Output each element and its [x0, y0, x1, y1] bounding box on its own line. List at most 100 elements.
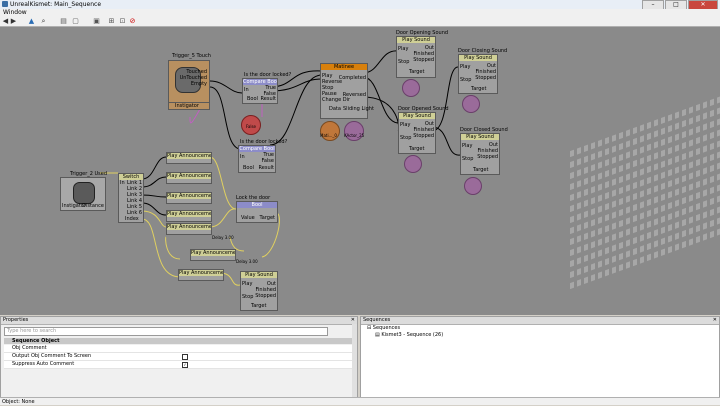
closing-out[interactable]: Out	[486, 63, 496, 69]
compare2-false[interactable]: False	[261, 158, 274, 164]
play-sound-opened[interactable]: Play Sound Play Stop Out Finished Stoppe…	[398, 112, 436, 154]
tree-root[interactable]: ⊟ Sequences	[367, 325, 401, 331]
bottom-finished[interactable]: Finished	[255, 287, 276, 293]
show-icon[interactable]: ▣	[93, 17, 100, 25]
play-sound-closing[interactable]: Play Sound Play Stop Out Finished Stoppe…	[458, 54, 498, 94]
closing-stop[interactable]: Stop	[460, 77, 472, 83]
switch-link2[interactable]: Link 2	[126, 186, 142, 192]
matinee-data[interactable]: Data	[329, 106, 341, 112]
closed-finished[interactable]: Finished	[477, 148, 498, 154]
sequence-icon[interactable]: ⊡	[119, 17, 126, 25]
play-sound-opening[interactable]: Play Sound Play Stop Out Finished Stoppe…	[396, 36, 436, 78]
matinee-data-variable[interactable]	[320, 121, 340, 141]
switch-node[interactable]: Switch In Link 1 Link 2 Link 3 Link 4 Li…	[118, 173, 144, 223]
tree-child[interactable]: ▤ Kismet3 - Sequence (26)	[375, 332, 444, 338]
kismet-canvas[interactable]: Trigger_5 Touch Touched UnTouched Empty …	[0, 27, 720, 315]
compare1-bool[interactable]: Bool	[247, 96, 258, 102]
pin-untouched[interactable]: UnTouched	[179, 75, 207, 81]
prop-row-suppress-comment[interactable]: Suppress Auto Comment✓	[4, 361, 354, 369]
matinee-node[interactable]: Matinee Play Reverse Stop Pause Change D…	[320, 63, 374, 119]
zoom-icon[interactable]: ⊞	[108, 17, 115, 25]
properties-search-input[interactable]: Type here to search	[4, 327, 328, 336]
matinee-play[interactable]: Play	[322, 73, 333, 79]
play-announcement-2[interactable]: Play Announcement	[166, 172, 212, 184]
menu-window[interactable]: Window	[3, 9, 27, 16]
opened-out[interactable]: Out	[424, 121, 434, 127]
play-announcement-3[interactable]: Play Announcement	[166, 192, 212, 204]
closed-target[interactable]: Target	[473, 167, 489, 173]
switch-link4[interactable]: Link 4	[126, 198, 142, 204]
compare2-result[interactable]: Result	[258, 165, 274, 171]
compare2-in[interactable]: In	[240, 154, 245, 160]
compare2-bool[interactable]: Bool	[243, 165, 254, 171]
compare2-true[interactable]: True	[263, 152, 274, 158]
compare1-true[interactable]: True	[265, 85, 276, 91]
closing-finished[interactable]: Finished	[475, 69, 496, 75]
suppress-comment-checkbox[interactable]: ✓	[182, 362, 188, 368]
output-comment-checkbox[interactable]	[182, 354, 188, 360]
pin-empty[interactable]: Empty	[190, 81, 207, 87]
lock-target[interactable]: Target	[259, 215, 275, 221]
sequences-close-icon[interactable]: ✕	[712, 317, 717, 323]
bottom-play[interactable]: Play	[242, 281, 253, 287]
compare-bool-2[interactable]: Compare Bool In True False Bool Result	[238, 145, 276, 173]
matinee-reversed[interactable]: Reversed	[342, 92, 366, 98]
sliding-variable[interactable]	[344, 121, 364, 141]
opening-target[interactable]: Target	[409, 69, 425, 75]
matinee-stop[interactable]: Stop	[322, 85, 334, 91]
matinee-completed[interactable]: Completed	[338, 75, 366, 81]
opening-out[interactable]: Out	[424, 45, 434, 51]
play-announcement-6[interactable]: Play Announcement	[190, 249, 236, 261]
matinee-sliding[interactable]: Sliding Light	[343, 106, 374, 112]
switch-link1[interactable]: Link 1	[126, 180, 142, 186]
trigger-touch-instigator[interactable]: Instigator	[175, 103, 199, 109]
opening-play[interactable]: Play	[398, 46, 409, 52]
switch-link3[interactable]: Link 3	[126, 192, 142, 198]
switch-in[interactable]: In	[120, 180, 125, 186]
forward-arrow-icon[interactable]: ▶	[10, 17, 17, 25]
play-sound-bottom[interactable]: Play Sound Play Stop Out Finished Stoppe…	[240, 271, 278, 311]
hide-icon[interactable]: ▢	[72, 17, 79, 25]
play-sound-closed[interactable]: Play Sound Play Stop Out Finished Stoppe…	[460, 133, 500, 175]
trigger-used-distance[interactable]: Distance	[82, 203, 104, 209]
opened-finished[interactable]: Finished	[413, 127, 434, 133]
play-announcement-1[interactable]: Play Announcement	[166, 152, 212, 164]
matinee-pause[interactable]: Pause	[322, 91, 337, 97]
opened-sound-variable[interactable]	[404, 155, 422, 173]
prop-row-obj-comment[interactable]: Obj Comment	[4, 345, 354, 353]
closing-target[interactable]: Target	[471, 86, 487, 92]
prop-row-output-comment[interactable]: Output Obj Comment To Screen	[4, 353, 354, 361]
switch-link6[interactable]: Link 6	[126, 210, 142, 216]
properties-close-icon[interactable]: ✕	[350, 317, 355, 323]
closed-sound-variable[interactable]	[464, 177, 482, 195]
bottom-stopped[interactable]: Stopped	[255, 293, 276, 299]
properties-scrollbar[interactable]	[352, 324, 357, 398]
compare1-in[interactable]: In	[244, 87, 249, 93]
trigger-used-instigator[interactable]: Instigator	[62, 203, 86, 209]
switch-link5[interactable]: Link 5	[126, 204, 142, 210]
open-icon[interactable]: ▤	[60, 17, 67, 25]
opening-stop[interactable]: Stop	[398, 59, 410, 65]
closed-stop[interactable]: Stop	[462, 156, 474, 162]
matinee-reverse[interactable]: Reverse	[322, 79, 343, 85]
compare-bool-1[interactable]: Compare Bool In True False Bool Result	[242, 78, 278, 104]
closing-play[interactable]: Play	[460, 64, 471, 70]
back-arrow-icon[interactable]: ◀	[2, 17, 9, 25]
opened-stop[interactable]: Stop	[400, 135, 412, 141]
trigger-touch-event[interactable]: Touched UnTouched Empty	[168, 60, 210, 104]
compare1-result[interactable]: Result	[260, 96, 276, 102]
opening-stopped[interactable]: Stopped	[413, 57, 434, 63]
closing-stopped[interactable]: Stopped	[475, 75, 496, 81]
bottom-target[interactable]: Target	[251, 303, 267, 309]
opened-play[interactable]: Play	[400, 122, 411, 128]
opened-target[interactable]: Target	[409, 146, 425, 152]
closed-play[interactable]: Play	[462, 143, 473, 149]
search-icon[interactable]: ⌕	[41, 17, 46, 25]
play-announcement-4[interactable]: Play Announcement	[166, 210, 212, 222]
bool-lock-node[interactable]: Bool Value Target	[236, 201, 278, 223]
switch-index[interactable]: Index	[125, 216, 139, 222]
delete-icon[interactable]: ⊘	[129, 17, 136, 25]
bottom-out[interactable]: Out	[266, 281, 276, 287]
trigger-used-event[interactable]: Instigator Distance	[60, 177, 106, 211]
false-variable[interactable]: False	[241, 115, 261, 135]
